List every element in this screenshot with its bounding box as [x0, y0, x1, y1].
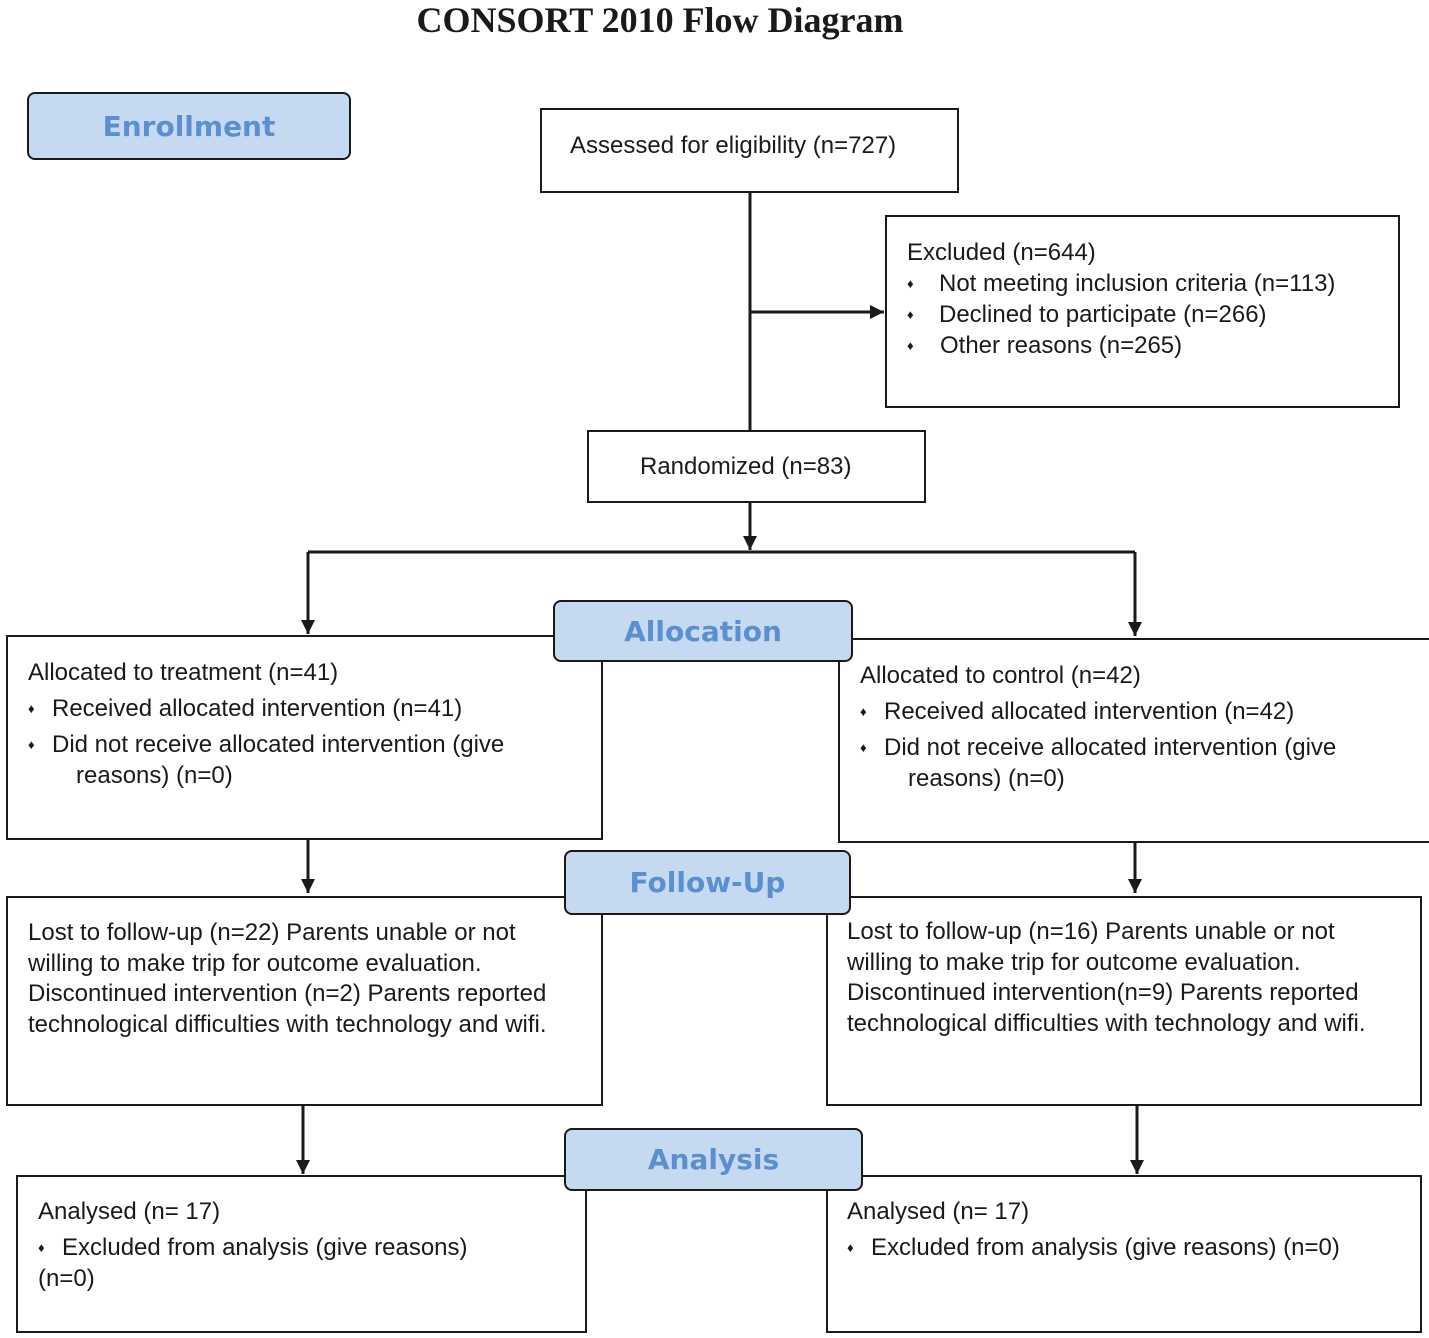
- allocation-control-content: Allocated to control (n=42) ♦ Received a…: [860, 660, 1336, 794]
- excluded-item-label: Other reasons (n=265): [940, 332, 1183, 359]
- bullet-icon: ♦: [907, 338, 914, 353]
- allocation-control-item-label: Did not receive allocated intervention (…: [884, 734, 1337, 761]
- allocation-control-item-cont: reasons) (n=0): [908, 765, 1065, 792]
- bullet-icon: ♦: [860, 740, 867, 755]
- allocation-treatment-item-cont: reasons) (n=0): [76, 762, 233, 789]
- assessed-text: Assessed for eligibility (n=727): [570, 132, 897, 159]
- assessed-box: Assessed for eligibility (n=727): [540, 108, 959, 193]
- randomized-text: Randomized (n=83): [640, 453, 852, 480]
- followup-control-box: Lost to follow-up (n=16) Parents unable …: [826, 896, 1422, 1106]
- stage-analysis-label: Analysis: [647, 1143, 780, 1176]
- allocation-control-item-label: Received allocated intervention (n=42): [884, 698, 1295, 725]
- analysis-treatment-item: ♦ Excluded from analysis (give reasons): [38, 1232, 468, 1263]
- analysis-treatment-item-label: Excluded from analysis (give reasons): [62, 1234, 468, 1261]
- bullet-icon: ♦: [28, 701, 35, 716]
- excluded-item: ♦ Other reasons (n=265): [907, 330, 1335, 361]
- allocation-treatment-box: Allocated to treatment (n=41) ♦ Received…: [6, 635, 603, 840]
- stage-followup-label: Follow-Up: [629, 866, 786, 899]
- stage-allocation: Allocation: [553, 600, 853, 662]
- allocation-control-item: ♦ Received allocated intervention (n=42): [860, 696, 1336, 727]
- excluded-item-label: Declined to participate (n=266): [939, 301, 1267, 328]
- analysis-control-item: ♦ Excluded from analysis (give reasons) …: [847, 1232, 1340, 1263]
- excluded-heading: Excluded (n=644): [907, 239, 1096, 266]
- excluded-box: Excluded (n=644) ♦ Not meeting inclusion…: [885, 215, 1400, 408]
- excluded-content: Excluded (n=644) ♦ Not meeting inclusion…: [907, 237, 1335, 361]
- followup-treatment-box: Lost to follow-up (n=22) Parents unable …: [6, 896, 603, 1106]
- stage-allocation-label: Allocation: [624, 614, 782, 648]
- analysis-control-box: Analysed (n= 17) ♦ Excluded from analysi…: [826, 1175, 1422, 1333]
- allocation-treatment-item: ♦ Did not receive allocated intervention…: [28, 729, 504, 760]
- allocation-treatment-item-label: Did not receive allocated intervention (…: [52, 731, 505, 758]
- analysis-treatment-item-cont: (n=0): [38, 1265, 95, 1292]
- analysis-control-heading: Analysed (n= 17): [847, 1198, 1030, 1225]
- bullet-icon: ♦: [28, 737, 35, 752]
- analysis-treatment-content: Analysed (n= 17) ♦ Excluded from analysi…: [38, 1196, 468, 1294]
- analysis-treatment-heading: Analysed (n= 17): [38, 1198, 221, 1225]
- randomized-box: Randomized (n=83): [587, 430, 926, 503]
- bullet-icon: ♦: [860, 704, 867, 719]
- followup-control-text: Lost to follow-up (n=16) Parents unable …: [847, 918, 1366, 1037]
- analysis-treatment-box: Analysed (n= 17) ♦ Excluded from analysi…: [16, 1175, 587, 1333]
- bullet-icon: ♦: [847, 1240, 854, 1255]
- allocation-control-heading: Allocated to control (n=42): [860, 662, 1141, 689]
- followup-treatment-text: Lost to follow-up (n=22) Parents unable …: [28, 919, 547, 1038]
- excluded-item: ♦ Declined to participate (n=266): [907, 299, 1335, 330]
- excluded-item: ♦ Not meeting inclusion criteria (n=113): [907, 268, 1335, 299]
- stage-analysis: Analysis: [564, 1128, 863, 1191]
- allocation-control-item: ♦ Did not receive allocated intervention…: [860, 732, 1336, 763]
- analysis-control-content: Analysed (n= 17) ♦ Excluded from analysi…: [847, 1196, 1340, 1263]
- stage-enrollment: Enrollment: [27, 92, 351, 160]
- bullet-icon: ♦: [38, 1240, 45, 1255]
- excluded-item-label: Not meeting inclusion criteria (n=113): [939, 270, 1336, 297]
- stage-followup: Follow-Up: [564, 850, 851, 915]
- diagram-title: CONSORT 2010 Flow Diagram: [416, 0, 904, 40]
- analysis-control-item-label: Excluded from analysis (give reasons) (n…: [871, 1234, 1340, 1261]
- allocation-treatment-item: ♦ Received allocated intervention (n=41): [28, 693, 504, 724]
- allocation-treatment-content: Allocated to treatment (n=41) ♦ Received…: [28, 657, 504, 791]
- bullet-icon: ♦: [907, 276, 914, 291]
- allocation-control-box: Allocated to control (n=42) ♦ Received a…: [838, 638, 1429, 843]
- allocation-treatment-item-label: Received allocated intervention (n=41): [52, 695, 463, 722]
- bullet-icon: ♦: [907, 307, 914, 322]
- allocation-treatment-heading: Allocated to treatment (n=41): [28, 659, 339, 686]
- stage-enrollment-label: Enrollment: [102, 109, 276, 143]
